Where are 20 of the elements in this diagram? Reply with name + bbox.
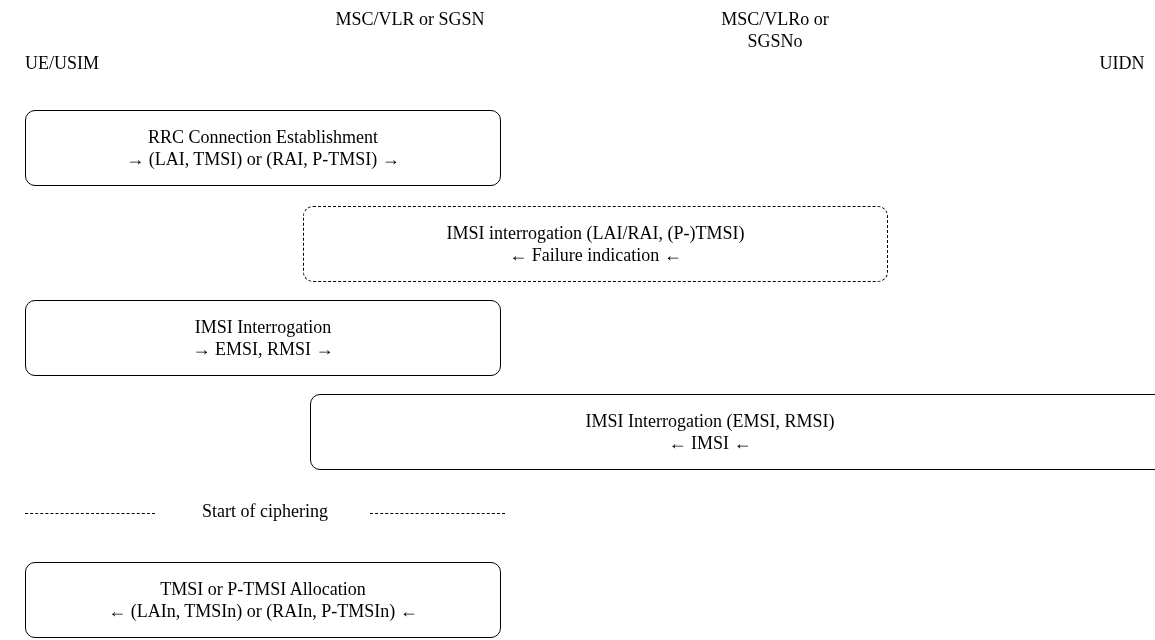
lane-heading: MSC/VLRo or SGSNo xyxy=(720,8,830,52)
lane-heading: UIDN xyxy=(1098,52,1146,74)
message-box xyxy=(25,110,501,186)
message-parameters: ← IMSI ← xyxy=(668,432,752,454)
message-parameters: → (LAI, TMSI) or (RAI, P-TMSI) → xyxy=(126,148,400,170)
lane-heading: MSC/VLR or SGSN xyxy=(334,8,486,30)
message-box xyxy=(25,300,501,376)
message-title: IMSI interrogation (LAI/RAI, (P-)TMSI) xyxy=(446,222,745,244)
message-parameters: ← Failure indication ← xyxy=(509,244,682,266)
message-box xyxy=(310,394,1155,470)
message-title: RRC Connection Establishment xyxy=(148,126,378,148)
lane-heading: UE/USIM xyxy=(24,52,100,74)
message-title: TMSI or P-TMSI Allocation xyxy=(160,578,366,600)
message-box xyxy=(303,206,888,282)
message-title: IMSI Interrogation (EMSI, RMSI) xyxy=(585,410,835,432)
message-parameters: ← (LAIn, TMSIn) or (RAIn, P-TMSIn) ← xyxy=(108,600,418,622)
message-parameters: → EMSI, RMSI → xyxy=(192,338,334,360)
message-box xyxy=(25,562,501,638)
phase-label: Start of ciphering xyxy=(201,500,329,522)
message-title: IMSI Interrogation xyxy=(194,316,332,338)
